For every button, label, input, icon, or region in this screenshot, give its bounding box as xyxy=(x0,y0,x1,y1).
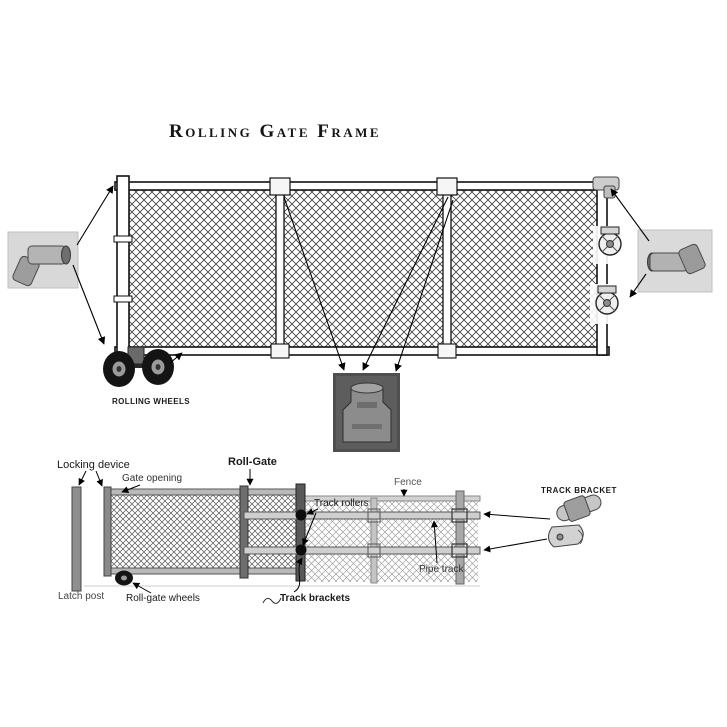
page-title: Rolling Gate Frame xyxy=(169,121,382,142)
roll-gate-elevation xyxy=(71,483,481,592)
track-bracket-illustration xyxy=(548,494,602,548)
gate-mid-post xyxy=(239,485,249,579)
pipe-track-upper xyxy=(243,511,481,520)
track-bracket-clamp xyxy=(367,508,381,523)
rail-clamp xyxy=(269,177,291,196)
gate-roller-sketch-upper xyxy=(593,226,629,264)
track-bracket-clamp xyxy=(367,543,381,558)
gate-rear-post xyxy=(295,483,306,582)
rolling-wheels-illustration xyxy=(103,346,174,387)
track-bracket-label: TRACK BRACKET xyxy=(541,486,617,495)
bottom-rail xyxy=(114,346,610,356)
rail-clamp xyxy=(270,343,290,359)
top-rail xyxy=(114,181,610,191)
left-upright xyxy=(116,175,130,363)
corner-elbow-photo-left xyxy=(7,231,79,289)
track-bracket-clamp xyxy=(451,543,468,558)
track-rollers-label: Track rollers xyxy=(314,498,369,509)
gate-opening-label: Gate opening xyxy=(122,473,183,484)
gate-bottom-rail xyxy=(103,567,306,575)
post-band xyxy=(113,295,133,303)
locking-device-label: Locking device xyxy=(57,459,130,471)
gate-mesh xyxy=(109,494,299,572)
fence-label: Fence xyxy=(394,477,422,488)
right-upright xyxy=(596,181,608,356)
roll-gate-label: Roll-Gate xyxy=(228,456,277,468)
pipe-track-lower xyxy=(243,546,481,555)
corner-elbow-photo-right xyxy=(637,229,713,293)
callout-arrows-bottom xyxy=(78,469,551,604)
gate-roller-sketch-lower xyxy=(590,284,626,324)
roll-gate-wheels-label: Roll-gate wheels xyxy=(126,593,200,604)
chain-link-mesh xyxy=(124,188,602,350)
latch-post-label: Latch post xyxy=(58,591,105,602)
center-fitting-photo xyxy=(333,373,400,452)
pipe-track-label: Pipe track xyxy=(419,564,464,575)
latch-post xyxy=(71,486,82,592)
gate-front-post xyxy=(103,486,112,577)
mid-upright-1 xyxy=(275,181,285,356)
fence-line-post xyxy=(370,497,378,584)
track-roller-lower xyxy=(295,544,307,556)
rolling-wheels-label: ROLLING WHEELS xyxy=(112,397,191,406)
callout-arrows-top xyxy=(72,185,650,372)
track-roller-upper xyxy=(295,509,307,521)
post-band xyxy=(113,235,133,243)
track-bracket-clamp xyxy=(451,508,468,523)
rail-clamp xyxy=(436,177,458,196)
gate-top-rail xyxy=(103,488,306,496)
track-brackets-label: Track brackets xyxy=(280,593,351,604)
rail-clamp xyxy=(437,343,457,359)
fence-end-post xyxy=(455,490,465,585)
scribble-mark xyxy=(262,597,282,604)
gate-frame-drawing xyxy=(113,175,620,363)
roll-gate-wheel-hub xyxy=(121,575,127,581)
